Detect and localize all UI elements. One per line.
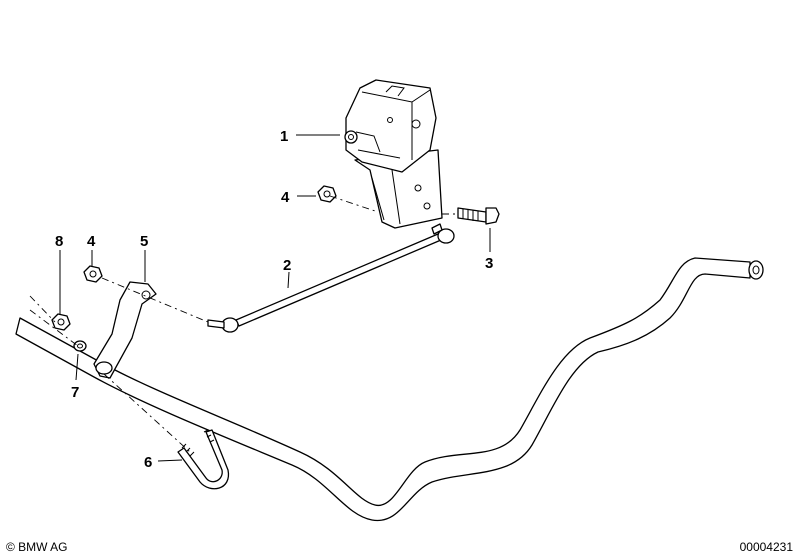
level-sensor[interactable] — [344, 79, 437, 173]
u-bolt[interactable] — [177, 429, 230, 490]
assembly-lines — [29, 195, 458, 453]
callout-6: 6 — [144, 454, 152, 471]
callout-2: 2 — [283, 257, 291, 274]
callout-4-lower: 4 — [87, 233, 96, 250]
callout-4-upper: 4 — [281, 189, 290, 206]
hex-bolt[interactable] — [457, 207, 500, 225]
hex-nut-upper[interactable] — [317, 185, 337, 203]
connecting-rod[interactable] — [207, 223, 455, 333]
callout-3: 3 — [485, 255, 493, 272]
callout-1: 1 — [280, 128, 288, 145]
diagram-id: 00004231 — [740, 540, 794, 554]
callout-5: 5 — [140, 233, 148, 250]
sensor-bracket[interactable] — [354, 149, 443, 229]
callout-7: 7 — [71, 384, 79, 401]
copyright-text: © BMW AG — [6, 540, 68, 554]
leader-lines — [59, 134, 491, 462]
callout-8: 8 — [55, 233, 63, 250]
nut-8[interactable] — [51, 313, 71, 331]
hex-nut-lower[interactable] — [83, 265, 103, 283]
stabilizer-bracket[interactable] — [93, 281, 157, 379]
washer-7[interactable] — [73, 340, 87, 352]
stabilizer-bar[interactable] — [15, 257, 764, 522]
